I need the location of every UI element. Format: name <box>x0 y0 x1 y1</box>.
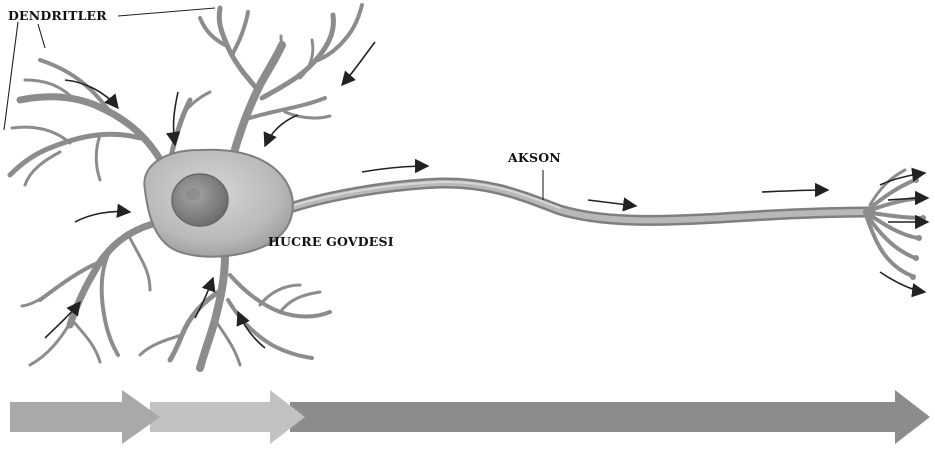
dendrite-tree-lower-left <box>22 222 160 365</box>
nucleolus <box>186 188 200 200</box>
axon-terminals <box>865 170 926 280</box>
dendrites-leader-line <box>118 8 215 16</box>
dendrites-label: DENDRITLER <box>8 8 107 23</box>
flow-arrow <box>880 272 925 292</box>
flow-band-segment-dendrites <box>10 390 160 444</box>
nucleus <box>172 174 228 226</box>
dendrite-tree-lower <box>140 255 330 368</box>
axon <box>290 182 870 220</box>
flow-band-segment-soma <box>150 390 305 444</box>
flow-arrow <box>75 211 130 222</box>
terminal-bouton <box>910 274 916 280</box>
flow-arrow <box>342 42 375 85</box>
terminal-bouton <box>920 215 926 221</box>
flow-arrow <box>588 200 636 206</box>
axon-label: AKSON <box>507 150 561 165</box>
flow-band-segment-axon <box>290 390 930 444</box>
cell-body-label: HUCRE GOVDESI <box>268 234 394 249</box>
flow-arrow <box>762 190 828 192</box>
terminal-bouton <box>916 235 922 241</box>
terminal-bouton <box>913 255 919 261</box>
dendrite-tree-upper <box>200 5 362 160</box>
flow-arrow <box>265 115 298 146</box>
dendrites-leader-line <box>4 22 18 130</box>
flow-arrow <box>362 166 428 172</box>
signal-flow-band <box>10 390 930 444</box>
dendrites-leader-line <box>38 24 45 48</box>
terminal-bouton <box>913 177 919 183</box>
